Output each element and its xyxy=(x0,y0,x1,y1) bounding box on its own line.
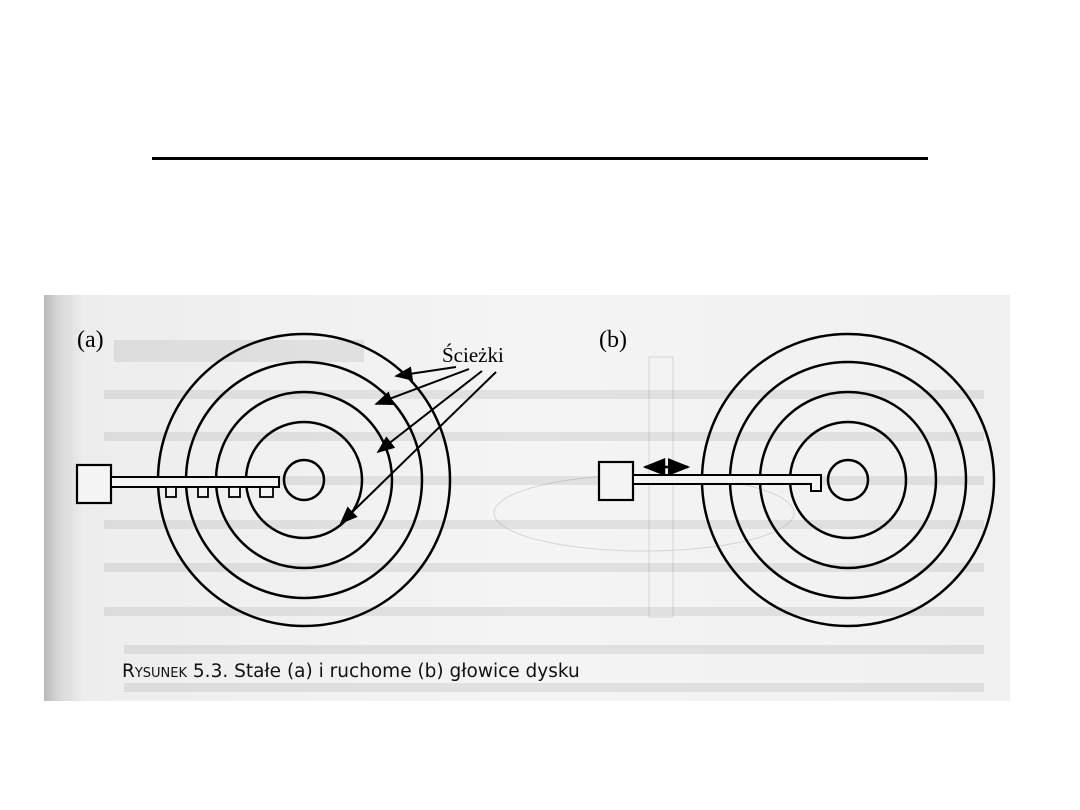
scanned-figure: (a) (b) Ścieżki Rysunek 5.3. Stałe (a) i… xyxy=(44,295,1010,701)
movable-head-assembly xyxy=(597,458,822,502)
tracks-label: Ścieżki xyxy=(442,343,504,367)
head-arm xyxy=(632,474,822,492)
spindle-circle xyxy=(282,458,326,502)
caption-rest: 5.3. Stałe (a) i ruchome (b) głowice dys… xyxy=(187,661,580,682)
track-arrows xyxy=(339,366,497,525)
label-a: (a) xyxy=(77,327,104,353)
figure-caption: Rysunek 5.3. Stałe (a) i ruchome (b) gło… xyxy=(122,661,580,682)
spindle-circle xyxy=(826,458,870,502)
head-arm xyxy=(110,476,280,488)
caption-prefix: Rysunek xyxy=(122,661,188,682)
fixed-head-assembly xyxy=(75,463,280,505)
head xyxy=(165,486,177,498)
bleed-through-texture xyxy=(104,340,984,692)
head xyxy=(197,486,209,498)
title-rule xyxy=(152,157,928,160)
label-b: (b) xyxy=(599,327,627,353)
head xyxy=(228,486,241,498)
disk-heads-diagram: (a) (b) Ścieżki Rysunek 5.3. Stałe (a) i… xyxy=(75,327,996,692)
actuator-block xyxy=(75,463,113,505)
head xyxy=(259,486,274,498)
actuator-block xyxy=(597,460,635,502)
